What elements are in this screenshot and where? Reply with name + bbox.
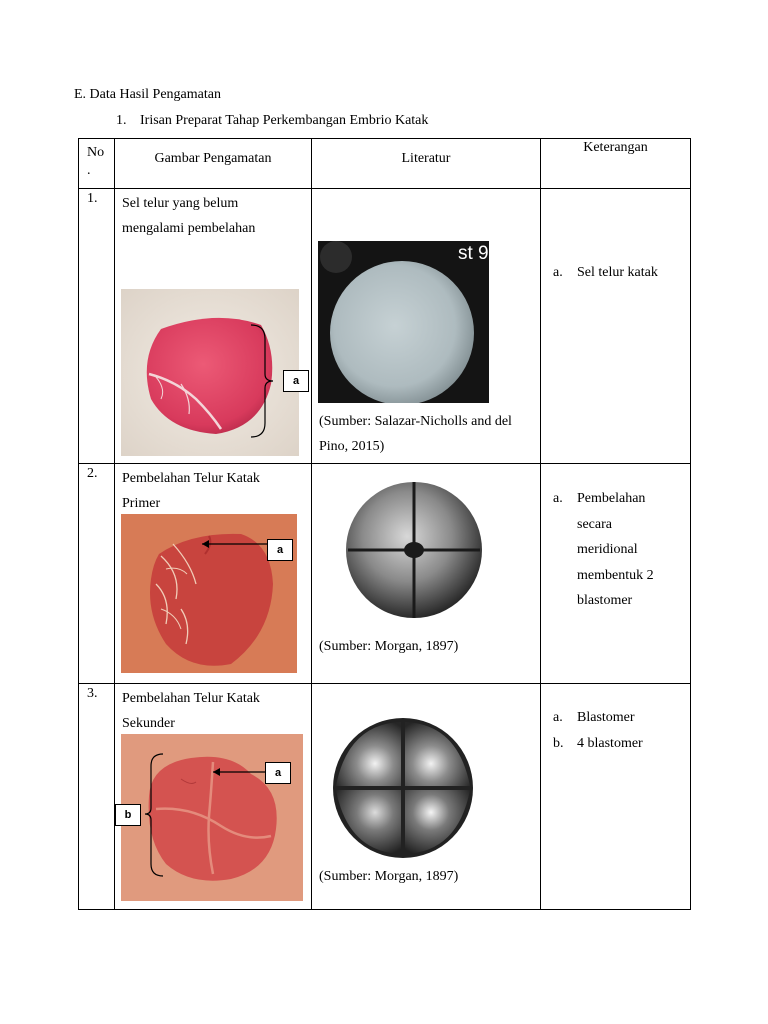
keterangan-letter: b.	[553, 735, 564, 751]
arrow-pointer	[213, 768, 267, 776]
row-number: 1.	[87, 191, 98, 206]
keterangan-text: Sel telur katak	[577, 265, 658, 280]
header-no-dot: .	[87, 163, 91, 178]
literature-cell: st 9 (Sumber: Salazar-Nicholls and del P…	[311, 188, 541, 464]
keterangan-letter: a.	[553, 491, 563, 506]
row-number: 3.	[87, 686, 98, 701]
header-keterangan: Keterangan	[540, 138, 691, 189]
table-header-row: No . Gambar Pengamatan Literatur Keteran…	[78, 138, 691, 189]
keterangan-text: meridional	[577, 542, 638, 557]
observation-desc-line: Pembelahan Telur Katak	[122, 471, 260, 486]
keterangan-text: Blastomer	[577, 710, 635, 725]
subsection-title: Irisan Preparat Tahap Perkembangan Embri…	[140, 113, 429, 128]
brace-pointer	[250, 324, 274, 438]
observation-table: No . Gambar Pengamatan Literatur Keteran…	[78, 138, 691, 910]
observation-desc-line: Sekunder	[122, 716, 175, 731]
observation-cell: Pembelahan Telur Katak Primer	[114, 463, 312, 684]
table-row: 3. Pembelahan Telur Katak Sekunder	[78, 683, 691, 910]
label-a: a	[265, 762, 291, 784]
keterangan-text: Pembelahan	[577, 491, 646, 506]
literature-overlay-label: st 9	[458, 243, 489, 264]
literature-cell: (Sumber: Morgan, 1897)	[311, 463, 541, 684]
literature-source-line: Pino, 2015)	[319, 439, 385, 454]
observation-desc-line: Sel telur yang belum	[122, 196, 239, 211]
observation-desc-line: Pembelahan Telur Katak	[122, 691, 260, 706]
literature-image-two-cell	[328, 470, 500, 630]
keterangan-text: 4 blastomer	[577, 735, 643, 751]
subsection-heading: 1. Irisan Preparat Tahap Perkembangan Emb…	[116, 113, 428, 129]
header-no-text: No	[87, 145, 105, 160]
brace-pointer	[144, 753, 164, 877]
header-gambar-text: Gambar Pengamatan	[154, 151, 272, 166]
observation-cell: Pembelahan Telur Katak Sekunder	[114, 683, 312, 910]
keterangan-item: b. 4 blastomer	[553, 731, 643, 757]
row-number-cell: 1.	[78, 188, 115, 464]
header-literatur: Literatur	[311, 138, 541, 189]
literature-image-four-cell	[328, 712, 478, 864]
keterangan-text: blastomer	[577, 593, 633, 608]
label-a: a	[283, 370, 309, 392]
literature-source-line: (Sumber: Salazar-Nicholls and del	[319, 414, 512, 429]
header-gambar: Gambar Pengamatan	[114, 138, 312, 189]
section-heading: E. Data Hasil Pengamatan	[74, 87, 221, 102]
keterangan-item: a. Pembelahan secara meridional membentu…	[553, 486, 654, 614]
row-number: 2.	[87, 466, 98, 481]
observation-desc-line: Primer	[122, 496, 161, 511]
keterangan-letter: a.	[553, 710, 563, 725]
subsection-number: 1.	[116, 113, 127, 128]
literature-source-line: (Sumber: Morgan, 1897)	[319, 869, 459, 884]
label-a: a	[267, 539, 293, 561]
literature-image-egg: st 9	[318, 241, 489, 403]
keterangan-cell: a. Sel telur katak	[540, 188, 691, 464]
row-number-cell: 3.	[78, 683, 115, 910]
keterangan-letter: a.	[553, 265, 563, 280]
observation-desc-line: mengalami pembelahan	[122, 221, 256, 236]
literature-source-line: (Sumber: Morgan, 1897)	[319, 639, 459, 654]
keterangan-text: secara	[577, 516, 612, 532]
table-row: 2. Pembelahan Telur Katak Primer	[78, 463, 691, 684]
literature-cell: (Sumber: Morgan, 1897)	[311, 683, 541, 910]
keterangan-text: membentuk 2	[577, 567, 654, 583]
keterangan-cell: a. Blastomer b. 4 blastomer	[540, 683, 691, 910]
keterangan-item: a. Blastomer	[553, 705, 643, 731]
header-literatur-text: Literatur	[401, 151, 451, 166]
observation-cell: Sel telur yang belum mengalami pembelaha…	[114, 188, 312, 464]
keterangan-item: a. Sel telur katak	[553, 260, 658, 286]
header-keterangan-text: Keterangan	[583, 140, 648, 155]
header-no: No .	[78, 138, 115, 189]
keterangan-cell: a. Pembelahan secara meridional membentu…	[540, 463, 691, 684]
table-row: 1. Sel telur yang belum mengalami pembel…	[78, 188, 691, 464]
row-number-cell: 2.	[78, 463, 115, 684]
observation-micrograph-egg	[121, 289, 299, 456]
arrow-pointer	[202, 540, 268, 548]
label-b: b	[115, 804, 141, 826]
